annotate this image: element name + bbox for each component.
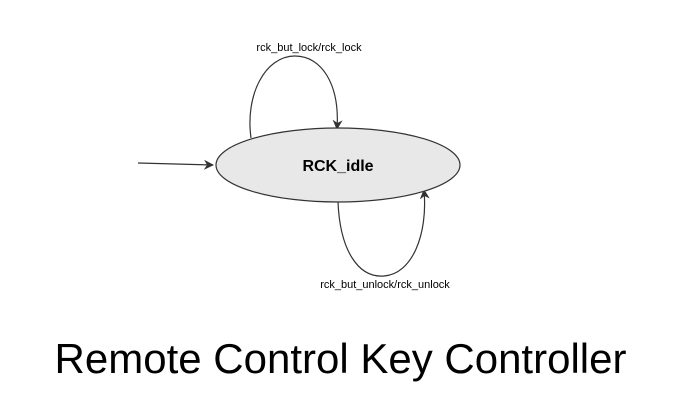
transition-arrow-unlock bbox=[337, 189, 430, 277]
transition-arrow-lock bbox=[249, 55, 343, 139]
transition-label-unlock: rck_but_unlock/rck_unlock bbox=[320, 279, 450, 291]
state-node-rck-idle bbox=[215, 127, 461, 203]
state-label: RCK_idle bbox=[302, 158, 373, 175]
transition-label-lock: rck_but_lock/rck_lock bbox=[256, 42, 362, 54]
initial-transition-arrow bbox=[137, 159, 214, 170]
page-title: Remote Control Key Controller bbox=[54, 335, 627, 382]
